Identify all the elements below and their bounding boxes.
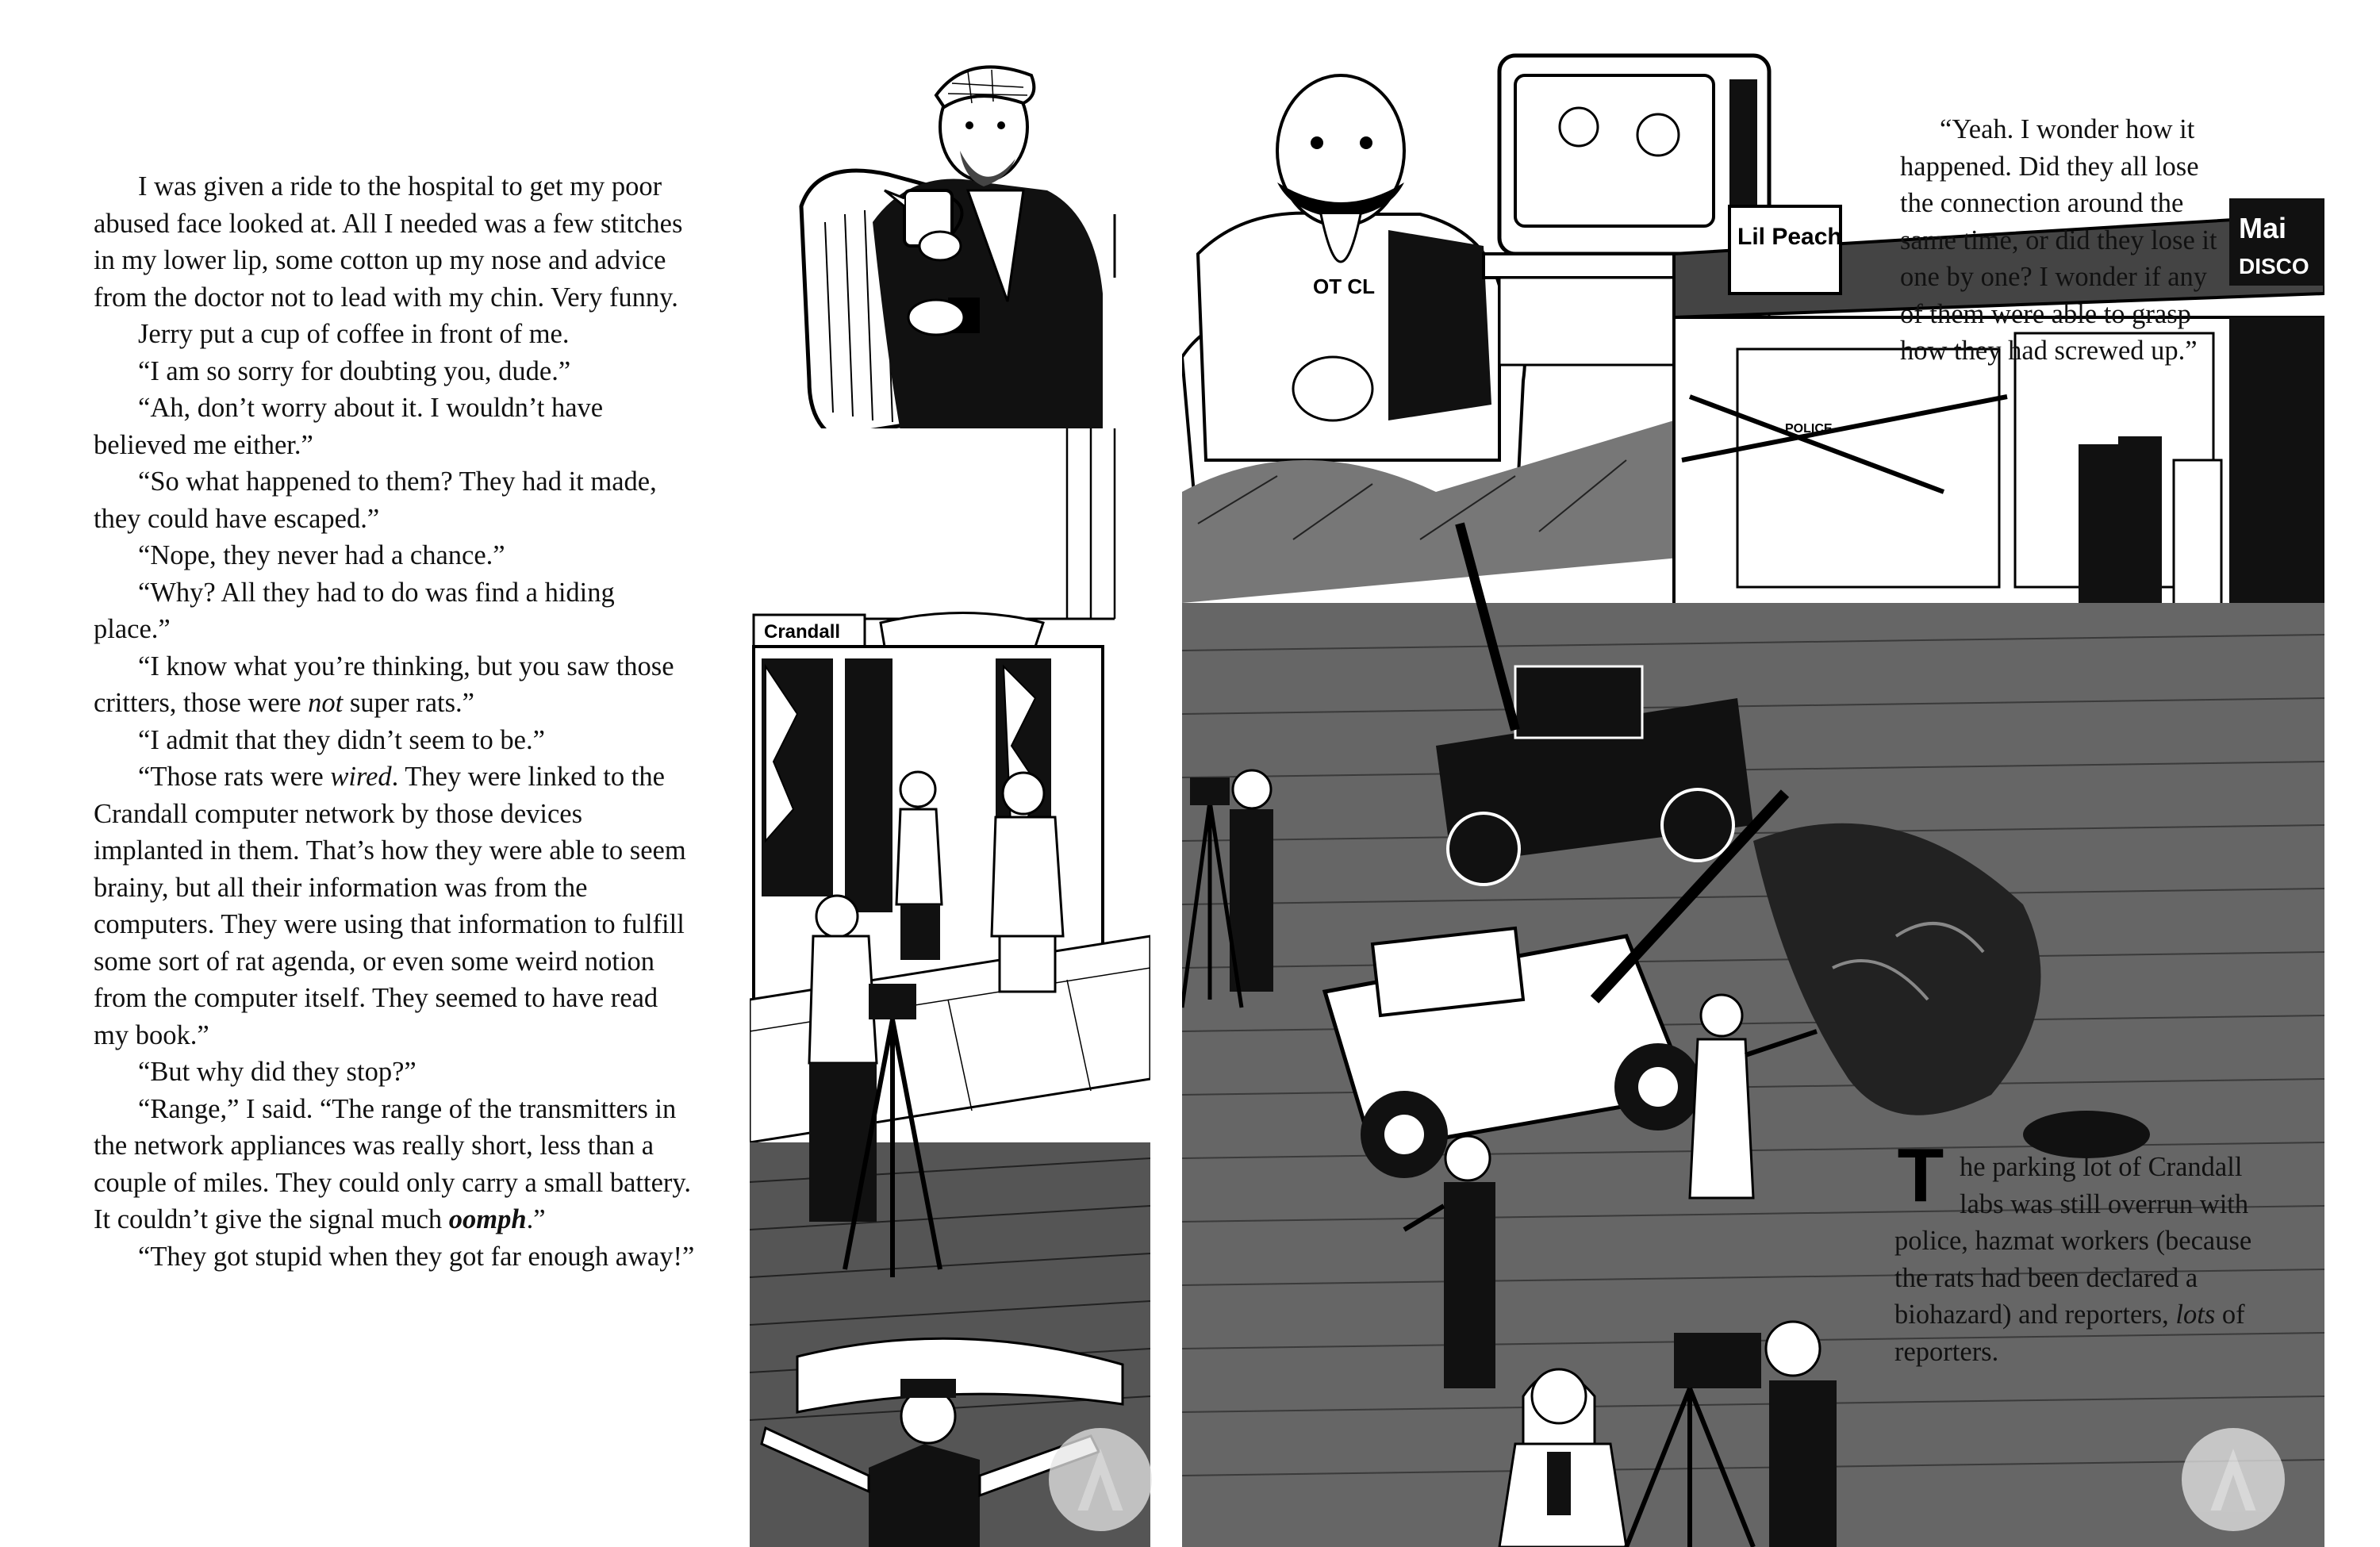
figure-tv-camera-operator — [1624, 1320, 1837, 1547]
giant-rat-carcass — [1753, 823, 2150, 1158]
black-tow-truck — [1436, 522, 1753, 886]
crowd-near-store — [2079, 436, 2301, 651]
paragraph: “They got stupid when they got far enoug… — [94, 1238, 697, 1276]
text-run: “But why did they stop?” — [138, 1057, 416, 1087]
svg-text:Mai: Mai — [2239, 212, 2286, 244]
white-tow-truck — [1322, 789, 1790, 1178]
figure-hazmat-worker — [1688, 993, 1818, 1200]
paragraph: I was given a ride to the hospital to ge… — [94, 168, 697, 316]
figure-bearded-man — [990, 771, 1065, 993]
drop-cap: T — [1890, 1133, 1952, 1218]
paragraph: “So what happened to them? They had it m… — [94, 463, 697, 537]
text-run: super rats.” — [343, 688, 474, 718]
text-run: “I am so sorry for doubting you, dude.” — [138, 355, 571, 386]
caption-top-text: “Yeah. I wonder how it happened. Did the… — [1900, 114, 2217, 366]
shirt-lettering: OT CL — [1313, 274, 1375, 298]
drop-cap-letter: T — [1897, 1133, 1944, 1218]
paragraph: Jerry put a cup of coffee in front of me… — [94, 316, 697, 353]
illustration-parking-lot: OT CL — [1182, 53, 2324, 1547]
text-run: “I admit that they didn’t seem to be.” — [138, 724, 545, 755]
figure-girl-waiting — [895, 770, 943, 960]
text-run: “Range,” I said. “The range of the trans… — [94, 1093, 692, 1235]
svg-text:DISCO: DISCO — [2239, 254, 2309, 278]
text-run: “I know what you’re thinking, but you sa… — [94, 651, 674, 719]
caption-top-right: “Yeah. I wonder how it happened. Did the… — [1900, 111, 2233, 370]
paragraph: “I know what you’re thinking, but you sa… — [94, 648, 697, 722]
text-run: lots — [2175, 1299, 2216, 1330]
caption-bottom-right: T he parking lot of Crandall labs was st… — [1894, 1138, 2259, 1370]
text-run: not — [308, 688, 344, 718]
text-run: .” — [526, 1204, 546, 1234]
illustration-storefront-street: Crandall — [750, 428, 1150, 1547]
paragraph: “Range,” I said. “The range of the trans… — [94, 1091, 697, 1238]
panel-parking-lot-scene: OT CL — [1182, 48, 2324, 1547]
text-run: . They were linked to the Crandall compu… — [94, 762, 686, 1050]
figure-reporter-suit — [1403, 1134, 1495, 1388]
text-run: Jerry put a cup of coffee in front of me… — [138, 319, 570, 349]
text-run: he parking lot of Crandall labs was stil… — [1894, 1152, 2252, 1330]
watermark-logo-icon — [1049, 1428, 1152, 1531]
text-run: wired — [330, 762, 392, 792]
left-page-text: I was given a ride to the hospital to ge… — [94, 168, 697, 1275]
paragraph: “Ah, don’t worry about it. I wouldn’t ha… — [94, 390, 697, 463]
figure-tripod-cameraman — [1182, 769, 1273, 1008]
caption-bottom-text: he parking lot of Crandall labs was stil… — [1894, 1149, 2259, 1370]
text-run: I was given a ride to the hospital to ge… — [94, 171, 683, 313]
sign-lil-peach: Lil Peach — [1728, 205, 1842, 295]
illustration-man-with-coffee — [799, 65, 1116, 452]
figure-blonde-reporter — [1498, 1368, 1628, 1547]
panel-storefront-cameraman: Crandall — [750, 428, 1150, 1547]
paragraph: “Why? All they had to do was find a hidi… — [94, 574, 697, 648]
police-tape-label: POLICE — [1785, 422, 1833, 436]
text-run: oomph — [448, 1204, 527, 1234]
paragraph: “Nope, they never had a chance.” — [94, 537, 697, 574]
text-run: of reporters. — [1894, 1299, 2245, 1367]
text-run: “So what happened to them? They had it m… — [94, 466, 657, 534]
svg-text:Lil Peach: Lil Peach — [1737, 224, 1842, 250]
text-run: “Nope, they never had a chance.” — [138, 540, 505, 570]
paragraph: “Those rats were wired. They were linked… — [94, 758, 697, 1054]
figure-cameraman — [808, 894, 942, 1277]
paragraph: “I am so sorry for doubting you, dude.” — [94, 353, 697, 390]
text-run: “Ah, don’t worry about it. I wouldn’t ha… — [94, 393, 604, 460]
watermark-logo-icon — [2182, 1428, 2285, 1531]
paragraph: “But why did they stop?” — [94, 1054, 697, 1091]
panel-man-with-coffee — [785, 40, 1150, 452]
text-run: “They got stupid when they got far enoug… — [138, 1241, 695, 1272]
sign-crandall: Crandall — [764, 621, 840, 643]
text-run: “Those rats were — [138, 762, 331, 792]
paragraph: “I admit that they didn’t seem to be.” — [94, 722, 697, 759]
sign-mai-disco: Mai DISCO — [2229, 198, 2324, 286]
text-run: “Why? All they had to do was find a hidi… — [94, 577, 615, 645]
